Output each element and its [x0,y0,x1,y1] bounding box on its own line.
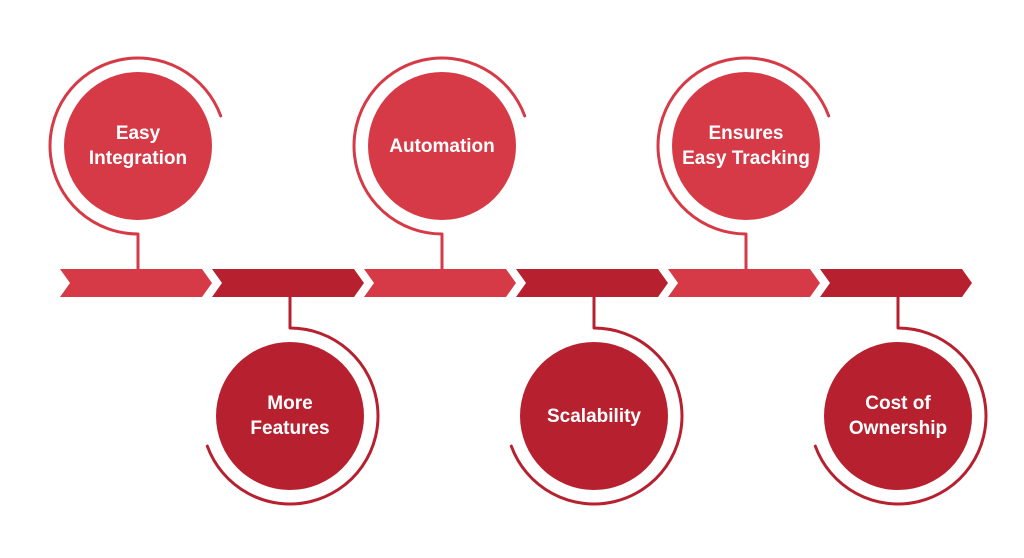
node-circle [824,342,972,490]
node-label: Cost of Ownership [848,393,948,439]
arrow-segment [516,269,668,297]
outer-ring-arc [509,326,684,506]
node-circle [64,72,212,220]
node-circle [520,342,668,490]
node-circle [672,72,820,220]
node-label: More Features [250,393,330,439]
node-circle [368,72,516,220]
node-circle [216,342,364,490]
node-label: Scalability [547,405,641,427]
outer-ring-arc [352,56,527,236]
node-label: Automation [389,135,495,157]
node-label: Ensures Easy Tracking [682,123,810,169]
arrow-segment [212,269,364,297]
outer-ring-arc [205,326,380,506]
arrow-segment [364,269,516,297]
node-label: Easy Integration [88,123,188,169]
arrow-segment [820,269,972,297]
arrow-segment [60,269,212,297]
outer-ring-arc [48,56,223,236]
outer-ring-arc [813,326,988,506]
arrow-segment [668,269,820,297]
outer-ring-arc [656,56,831,236]
